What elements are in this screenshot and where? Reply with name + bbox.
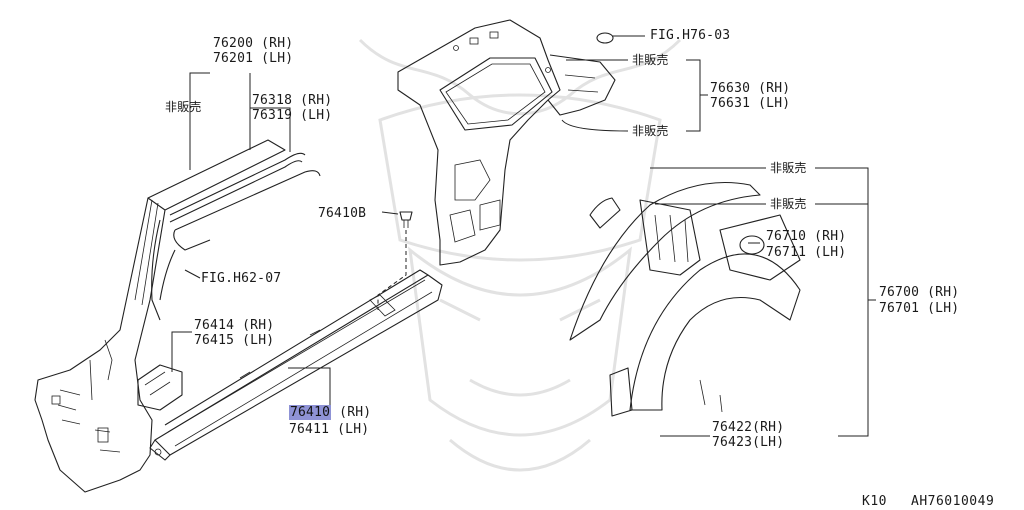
label-76422[interactable]: 76422(RH) — [712, 420, 785, 435]
bracket-76414[interactable] — [137, 364, 183, 411]
label-not-sold-right1: 非販売 — [770, 161, 807, 175]
label-not-sold-right2: 非販売 — [770, 197, 807, 211]
label-not-sold-top1: 非販売 — [632, 53, 669, 67]
rear-wheelhouse-76700[interactable] — [569, 181, 801, 417]
label-76423[interactable]: 76423(LH) — [712, 435, 785, 450]
label-76200[interactable]: 76200 (RH) — [213, 36, 294, 51]
watermark-emblem — [358, 38, 682, 472]
label-not-sold-top2: 非販売 — [632, 124, 669, 138]
label-76631[interactable]: 76631 (LH) — [710, 96, 791, 111]
front-pillar-assembly[interactable] — [34, 139, 286, 493]
side-sill-76410[interactable] — [149, 269, 443, 461]
label-76318[interactable]: 76318 (RH) — [252, 93, 333, 108]
label-76414[interactable]: 76414 (RH) — [194, 318, 275, 333]
label-fig-h62-07[interactable]: FIG.H62-07 — [201, 271, 282, 286]
label-76711[interactable]: 76711 (LH) — [766, 245, 847, 260]
label-not-sold-left: 非販売 — [165, 100, 202, 114]
label-76710[interactable]: 76710 (RH) — [766, 229, 847, 244]
label-fig-h76-03[interactable]: FIG.H76-03 — [650, 28, 731, 43]
label-76411[interactable]: 76411 (LH) — [289, 422, 370, 437]
label-76410b[interactable]: 76410B — [318, 206, 367, 221]
label-76410-row: 76410 (RH) — [289, 405, 371, 420]
label-76201[interactable]: 76201 (LH) — [213, 51, 294, 66]
label-76410-highlighted[interactable]: 76410 — [289, 405, 332, 420]
label-76410-side: (RH) — [331, 405, 372, 420]
label-76415[interactable]: 76415 (LH) — [194, 333, 275, 348]
label-76701[interactable]: 76701 (LH) — [879, 301, 960, 316]
weatherstrip-76318[interactable] — [151, 152, 321, 321]
label-76319[interactable]: 76319 (LH) — [252, 108, 333, 123]
clip-76410b[interactable] — [399, 211, 413, 228]
footer-model-code: K10 — [862, 494, 887, 509]
label-76700[interactable]: 76700 (RH) — [879, 285, 960, 300]
label-76630[interactable]: 76630 (RH) — [710, 81, 791, 96]
rear-pillar-76630[interactable] — [397, 19, 561, 266]
leader-lines — [171, 35, 876, 437]
footer-diagram-id: AH76010049 — [911, 494, 995, 509]
rear-corner-piece[interactable] — [547, 32, 616, 116]
clip-dashed-leader — [377, 230, 407, 310]
